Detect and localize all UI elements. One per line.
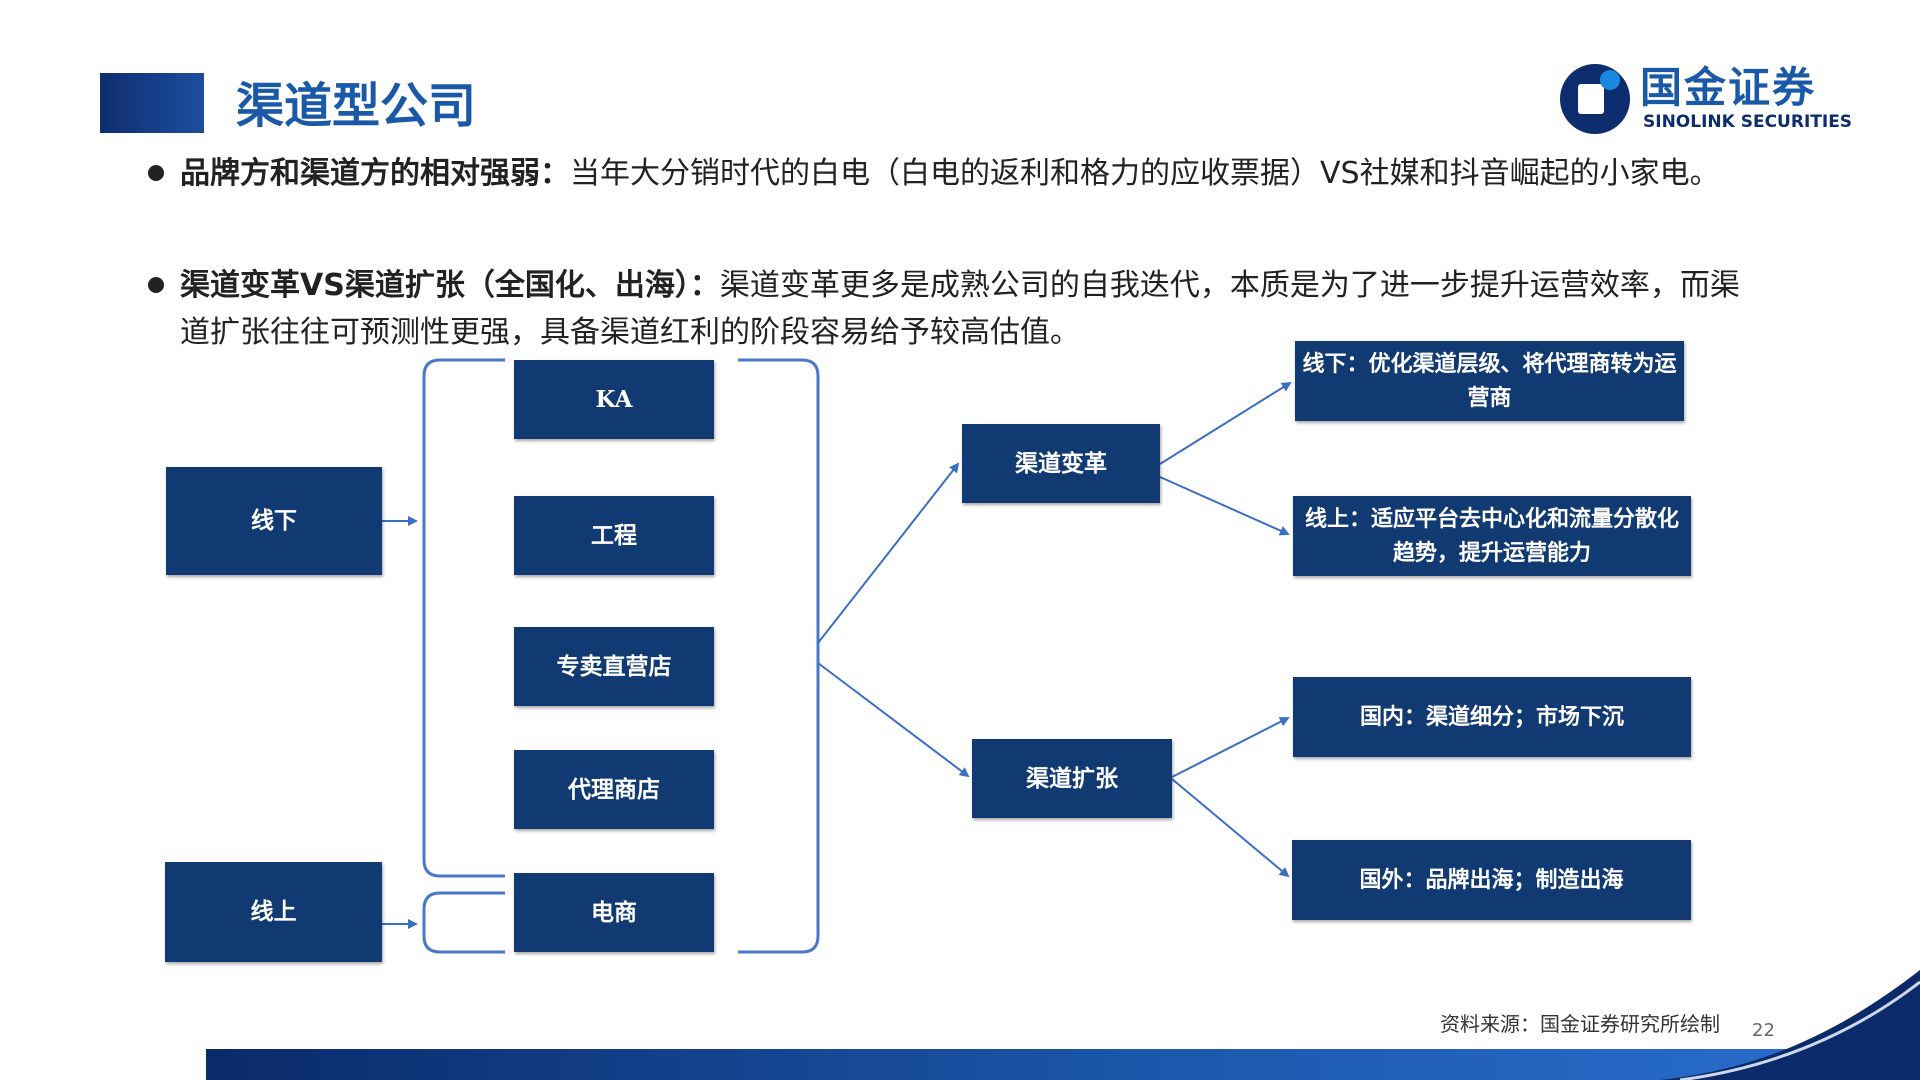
offline-optimize-box: 线下：优化渠道层级、将代理商转为运营商 [1295,341,1684,421]
footer-bar [206,1049,1920,1080]
bullet-lead: 渠道变革VS渠道扩张（全国化、出海）： [180,268,720,303]
footer-swoosh-decoration [1660,970,1920,1080]
channel-ka-box: KA [514,360,714,439]
channel-ecommerce-box: 电商 [514,873,714,952]
page-title: 渠道型公司 [236,78,477,134]
channel-reform-box: 渠道变革 [962,424,1160,503]
channel-expand-box: 渠道扩张 [972,739,1172,818]
channel-agent-box: 代理商店 [514,750,714,829]
bullet-text: 当年大分销时代的白电（白电的返利和格力的应收票据）VS社媒和抖音崛起的小家电。 [570,156,1720,191]
online-optimize-box: 线上：适应平台去中心化和流量分散化趋势，提升运营能力 [1293,496,1691,576]
bullet-dot-icon [148,277,164,293]
offline-box: 线下 [166,467,382,575]
bullet-lead: 品牌方和渠道方的相对强弱： [180,156,570,191]
online-box: 线上 [165,862,382,962]
arrow-reform-offline [1159,381,1292,465]
arrow-to-expand [817,662,970,778]
bullet-text: 渠道变革更多是成熟公司的自我迭代，本质是为了进一步提升运营效率，而渠道扩张往往可… [180,268,1740,350]
online-bracket-left [422,891,505,954]
source-note: 资料来源：国金证券研究所绘制 [1440,1012,1720,1036]
logo-english-name: SINOLINK SECURITIES [1643,112,1853,132]
offline-bracket-left [422,358,505,878]
overseas-expand-box: 国外：品牌出海；制造出海 [1292,840,1691,920]
arrow-expand-overseas [1171,778,1290,878]
channels-bracket-right [738,358,820,954]
domestic-expand-box: 国内：渠道细分；市场下沉 [1293,677,1691,757]
channel-engineering-box: 工程 [514,496,714,575]
channel-store-box: 专卖直营店 [514,627,714,706]
bullet-dot-icon [148,165,164,181]
arrow-expand-domestic [1171,717,1290,778]
page-number: 22 [1752,1020,1775,1041]
arrow-reform-online [1159,476,1290,536]
arrow-to-reform [817,462,960,644]
logo-chinese-name: 国金证券 [1640,63,1817,112]
title-accent-bar [100,73,204,133]
bullet-item: 渠道变革VS渠道扩张（全国化、出海）：渠道变革更多是成熟公司的自我迭代，本质是为… [148,262,1768,356]
sinolink-logo-icon [1560,64,1630,134]
bullet-item: 品牌方和渠道方的相对强弱：当年大分销时代的白电（白电的返利和格力的应收票据）VS… [148,150,1768,197]
